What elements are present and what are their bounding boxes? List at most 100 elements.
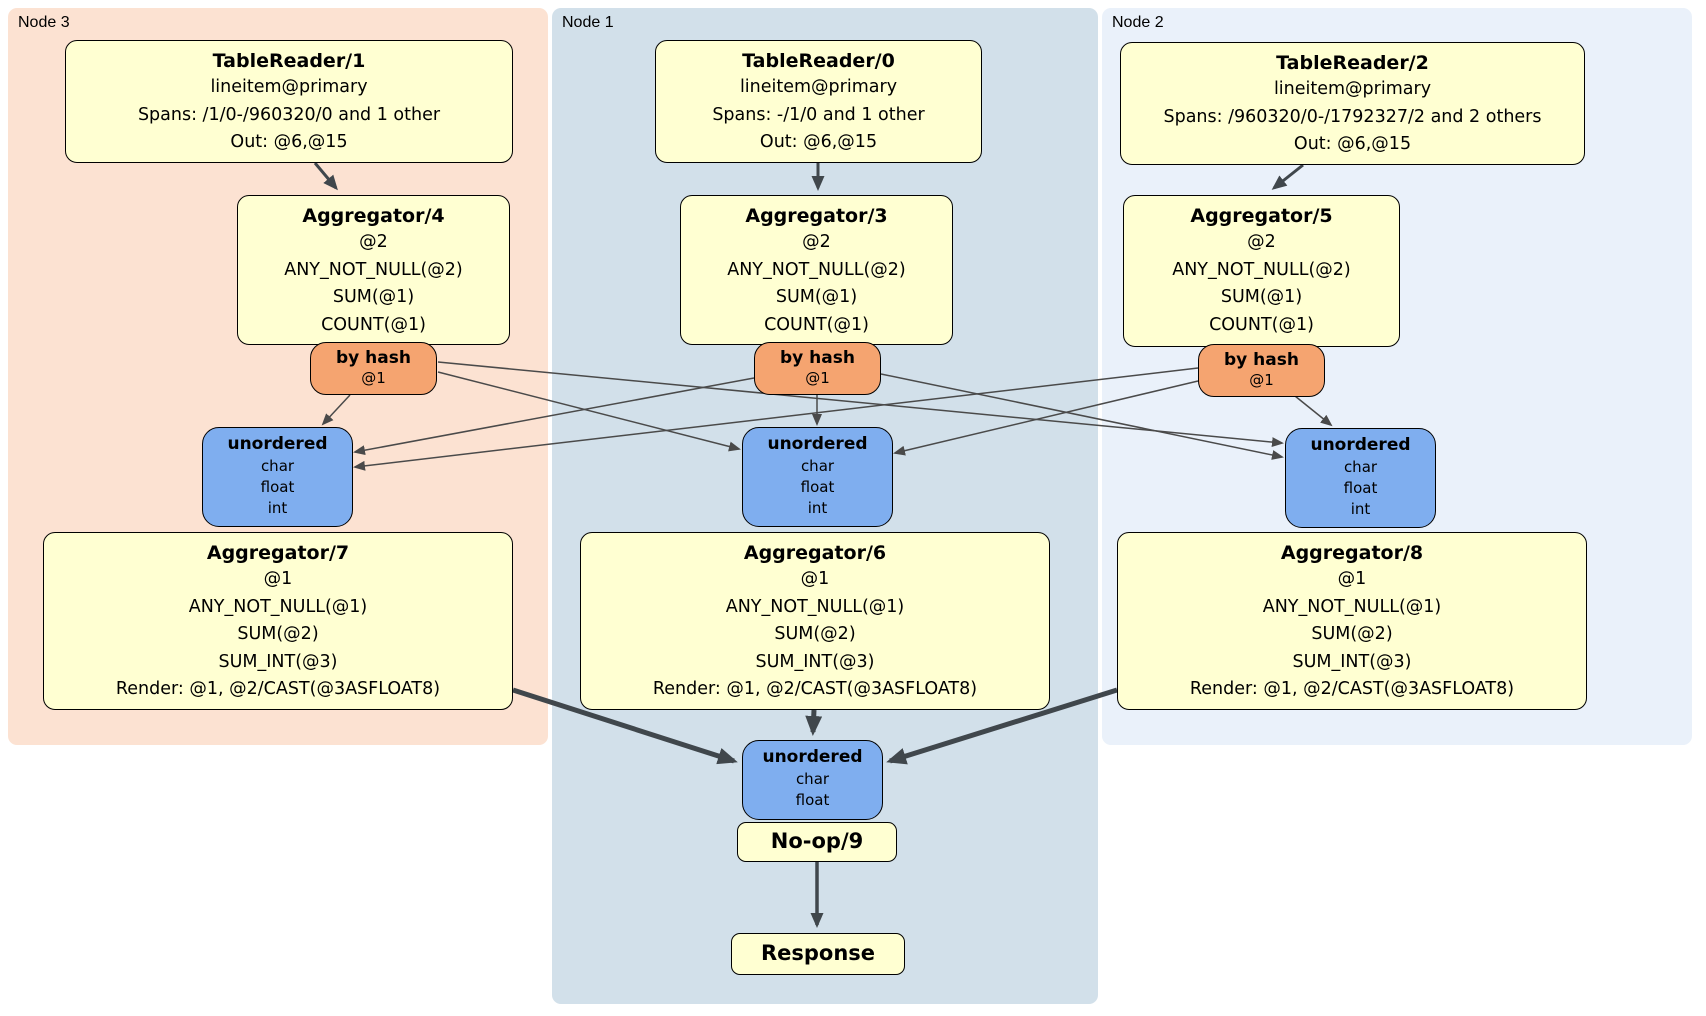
tablereader-2-index: lineitem@primary xyxy=(1273,79,1432,99)
aggregator-3-title: Aggregator/3 xyxy=(745,205,888,227)
tablereader-2-spans: Spans: /960320/0-/1792327/2 and 2 others xyxy=(1163,106,1542,127)
aggregator-8-fn2: SUM(@2) xyxy=(1311,624,1393,644)
node-hash-router-1: by hash @1 xyxy=(754,342,881,395)
aggregator-6-fn2: SUM(@2) xyxy=(774,624,856,644)
aggregator-3-fn3: COUNT(@1) xyxy=(764,314,869,335)
edge-hashrouter1-sync3 xyxy=(353,377,755,456)
edge-aggregator6-syncfinal xyxy=(805,709,823,736)
unordered-sync-1-col3: int xyxy=(807,499,828,517)
hash-router-3-key: @1 xyxy=(361,369,386,387)
aggregator-8-title: Aggregator/8 xyxy=(1280,542,1424,564)
unordered-sync-3-col2: float xyxy=(260,478,295,496)
node-tablereader-2: TableReader/2 lineitem@primary Spans: /9… xyxy=(1120,42,1585,165)
node-tablereader-0: TableReader/0 lineitem@primary Spans: -/… xyxy=(655,40,982,163)
aggregator-5-group: @2 xyxy=(1247,232,1276,252)
unordered-sync-2-title: unordered xyxy=(1310,435,1411,455)
tablereader-0-title: TableReader/0 xyxy=(742,50,895,72)
unordered-sync-2-col1: char xyxy=(1343,458,1378,476)
node-unordered-sync-3: unordered char float int xyxy=(202,427,353,527)
node-aggregator-5: Aggregator/5 @2 ANY_NOT_NULL(@2) SUM(@1)… xyxy=(1123,195,1400,347)
aggregator-7-render: Render: @1, @2/CAST(@3ASFLOAT8) xyxy=(115,679,441,699)
aggregator-6-title: Aggregator/6 xyxy=(743,542,887,564)
edge-hashrouter3-sync2 xyxy=(437,361,1284,448)
unordered-sync-2-col3: int xyxy=(1350,500,1371,518)
tablereader-2-title: TableReader/2 xyxy=(1276,52,1429,74)
aggregator-6-fn3: SUM_INT(@3) xyxy=(755,651,875,672)
aggregator-7-fn2: SUM(@2) xyxy=(237,624,319,644)
aggregator-8-render: Render: @1, @2/CAST(@3ASFLOAT8) xyxy=(1189,679,1515,699)
region-node1-label: Node 1 xyxy=(562,14,614,31)
edge-aggregator7-syncfinal xyxy=(512,687,738,765)
unordered-sync-final-title: unordered xyxy=(762,747,863,767)
aggregator-3-group: @2 xyxy=(802,232,831,252)
region-node3-label: Node 3 xyxy=(18,14,70,31)
aggregator-4-fn1: ANY_NOT_NULL(@2) xyxy=(284,259,463,280)
region-node2-label: Node 2 xyxy=(1112,14,1164,31)
unordered-sync-2-col2: float xyxy=(1343,479,1378,497)
noop-9-title: No-op/9 xyxy=(770,829,864,853)
unordered-sync-1-title: unordered xyxy=(767,434,868,454)
edge-hashrouter2-sync2 xyxy=(1294,395,1333,427)
aggregator-5-fn1: ANY_NOT_NULL(@2) xyxy=(1172,259,1351,280)
edge-hashrouter3-sync3 xyxy=(321,394,351,426)
aggregator-8-group: @1 xyxy=(1337,569,1367,589)
node-aggregator-8: Aggregator/8 @1 ANY_NOT_NULL(@1) SUM(@2)… xyxy=(1117,532,1587,710)
unordered-sync-final-col1: char xyxy=(795,770,830,788)
node-noop-9: No-op/9 xyxy=(737,822,897,862)
hash-router-3-title: by hash xyxy=(336,348,411,368)
unordered-sync-3-title: unordered xyxy=(227,434,328,454)
aggregator-4-title: Aggregator/4 xyxy=(302,205,445,227)
aggregator-6-group: @1 xyxy=(800,569,830,589)
aggregator-7-group: @1 xyxy=(263,569,293,589)
edge-hashrouter2-sync1 xyxy=(893,380,1199,456)
aggregator-5-fn3: COUNT(@1) xyxy=(1209,314,1314,335)
aggregator-4-fn2: SUM(@1) xyxy=(332,287,415,307)
node-aggregator-3: Aggregator/3 @2 ANY_NOT_NULL(@2) SUM(@1)… xyxy=(680,195,953,345)
aggregator-7-title: Aggregator/7 xyxy=(206,542,350,564)
node-hash-router-3: by hash @1 xyxy=(310,342,437,395)
tablereader-1-out: Out: @6,@15 xyxy=(230,132,348,152)
unordered-sync-final-col2: float xyxy=(795,791,830,809)
unordered-sync-3-col1: char xyxy=(260,457,295,475)
aggregator-5-fn2: SUM(@1) xyxy=(1220,287,1303,307)
aggregator-7-fn3: SUM_INT(@3) xyxy=(218,651,338,672)
aggregator-4-group: @2 xyxy=(359,232,388,252)
unordered-sync-3-col3: int xyxy=(267,499,288,517)
aggregator-3-fn1: ANY_NOT_NULL(@2) xyxy=(727,259,906,280)
tablereader-1-title: TableReader/1 xyxy=(212,50,366,72)
tablereader-2-out: Out: @6,@15 xyxy=(1293,134,1412,154)
node-response: Response xyxy=(731,933,905,975)
tablereader-0-out: Out: @6,@15 xyxy=(759,132,878,152)
aggregator-3-fn2: SUM(@1) xyxy=(775,287,858,307)
node-unordered-sync-2: unordered char float int xyxy=(1285,428,1436,528)
tablereader-1-spans: Spans: /1/0-/960320/0 and 1 other xyxy=(137,104,441,125)
unordered-sync-1-col2: float xyxy=(800,478,835,496)
aggregator-6-fn1: ANY_NOT_NULL(@1) xyxy=(725,596,905,617)
unordered-sync-1-col1: char xyxy=(800,457,835,475)
aggregator-8-fn1: ANY_NOT_NULL(@1) xyxy=(1262,596,1442,617)
aggregator-4-fn3: COUNT(@1) xyxy=(321,314,426,335)
response-title: Response xyxy=(760,941,876,965)
node-unordered-sync-final: unordered char float xyxy=(742,740,883,820)
tablereader-0-spans: Spans: -/1/0 and 1 other xyxy=(712,104,925,125)
tablereader-1-index: lineitem@primary xyxy=(210,77,368,97)
tablereader-0-index: lineitem@primary xyxy=(739,77,898,97)
edge-tablereader1-aggregator4 xyxy=(313,162,338,191)
node-aggregator-6: Aggregator/6 @1 ANY_NOT_NULL(@1) SUM(@2)… xyxy=(580,532,1050,710)
edge-hashrouter2-sync3 xyxy=(353,367,1199,471)
edge-hashrouter1-sync2 xyxy=(880,373,1284,460)
edge-hashrouter3-sync1 xyxy=(437,371,741,452)
aggregator-8-fn3: SUM_INT(@3) xyxy=(1292,651,1412,672)
hash-router-2-key: @1 xyxy=(1249,371,1274,389)
edge-aggregator8-syncfinal xyxy=(886,687,1118,765)
hash-router-1-key: @1 xyxy=(805,369,830,387)
node-hash-router-2: by hash @1 xyxy=(1198,344,1325,397)
node-aggregator-7: Aggregator/7 @1 ANY_NOT_NULL(@1) SUM(@2)… xyxy=(43,532,513,710)
hash-router-2-title: by hash xyxy=(1224,350,1299,370)
edge-tablereader2-aggregator5 xyxy=(1271,163,1304,190)
node-aggregator-4: Aggregator/4 @2 ANY_NOT_NULL(@2) SUM(@1)… xyxy=(237,195,510,345)
node-tablereader-1: TableReader/1 lineitem@primary Spans: /1… xyxy=(65,40,513,163)
node-unordered-sync-1: unordered char float int xyxy=(742,427,893,527)
